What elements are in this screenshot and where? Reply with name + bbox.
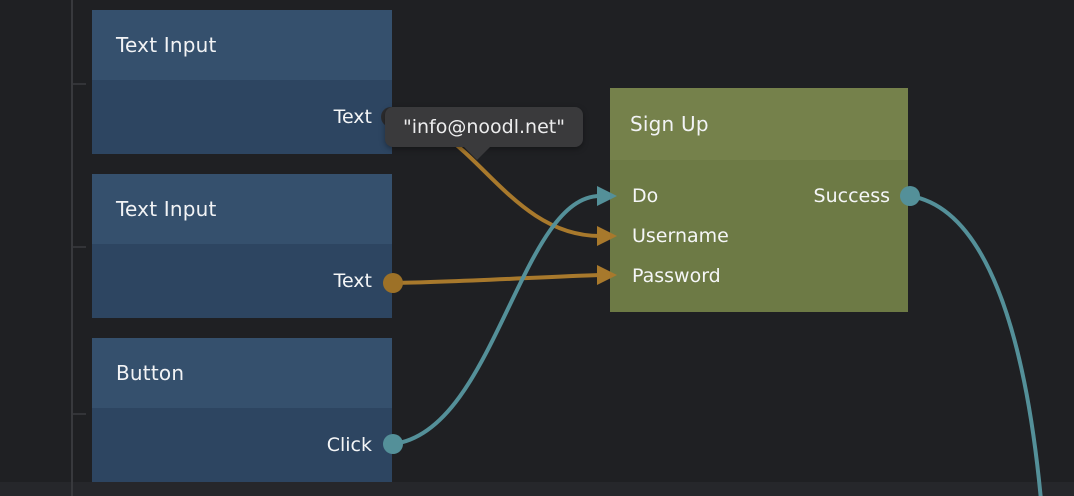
bottom-panel-edge xyxy=(0,482,1074,496)
node-body[interactable]: Text xyxy=(92,244,392,318)
node-button[interactable]: Button Click xyxy=(92,338,392,482)
input-port-label-password[interactable]: Password xyxy=(632,265,721,287)
ruler-tick xyxy=(73,246,86,248)
tooltip-pointer xyxy=(463,146,491,160)
output-port-label-click[interactable]: Click xyxy=(326,434,372,456)
node-text-input-2[interactable]: Text Input Text xyxy=(92,174,392,318)
output-port-label-text[interactable]: Text xyxy=(333,106,372,128)
node-sign-up[interactable]: Sign Up Do Username Password Success xyxy=(610,88,908,312)
node-header[interactable]: Text Input xyxy=(92,10,392,80)
node-title: Text Input xyxy=(116,197,217,221)
node-body[interactable]: Click xyxy=(92,408,392,482)
ruler-guide-line xyxy=(71,0,73,496)
node-body[interactable]: Do Username Password Success xyxy=(610,160,908,312)
node-header[interactable]: Text Input xyxy=(92,174,392,244)
ruler-tick xyxy=(73,83,86,85)
node-header[interactable]: Button xyxy=(92,338,392,408)
node-text-input-1[interactable]: Text Input Text xyxy=(92,10,392,154)
node-body[interactable]: Text xyxy=(92,80,392,154)
node-title: Button xyxy=(116,361,185,385)
wire-click-to-do[interactable] xyxy=(392,194,601,446)
output-port-label-text[interactable]: Text xyxy=(333,270,372,292)
node-title: Sign Up xyxy=(630,112,709,136)
wire-success-out[interactable] xyxy=(909,194,1043,496)
input-port-label-username[interactable]: Username xyxy=(632,225,729,247)
output-port-label-success[interactable]: Success xyxy=(813,185,890,207)
node-header[interactable]: Sign Up xyxy=(610,88,908,160)
input-port-label-do[interactable]: Do xyxy=(632,185,659,207)
value-tooltip-text: "info@noodl.net" xyxy=(403,116,565,138)
node-title: Text Input xyxy=(116,33,217,57)
value-tooltip: "info@noodl.net" xyxy=(385,107,583,160)
ruler-tick xyxy=(73,413,86,415)
wire-text2-to-password[interactable] xyxy=(392,273,601,285)
